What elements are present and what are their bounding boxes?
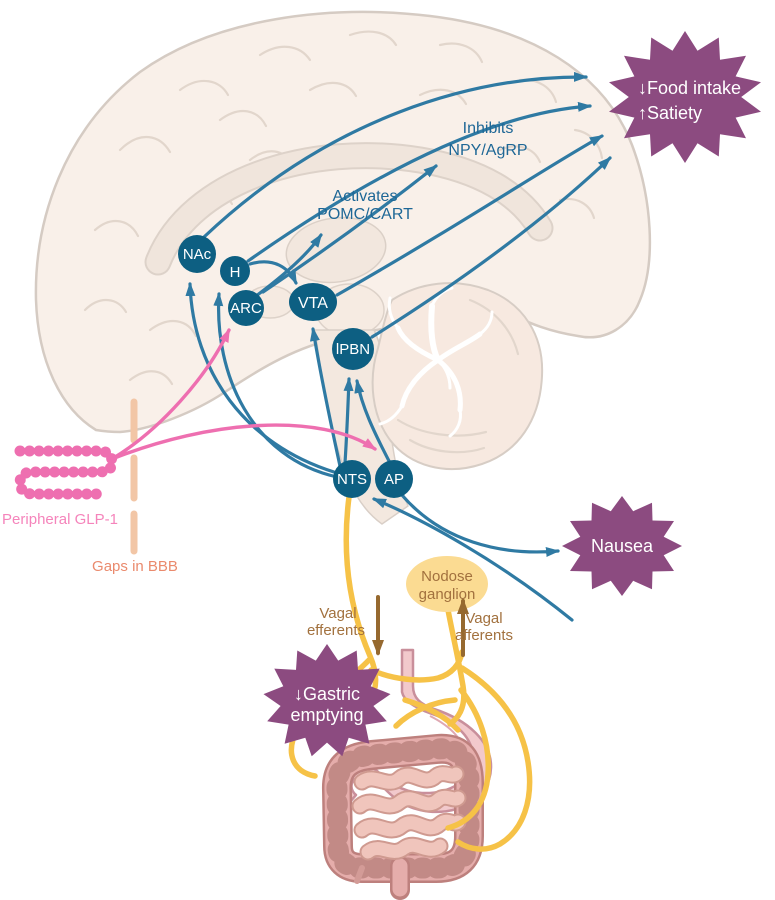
vagal-right-inner-arc bbox=[445, 687, 491, 831]
large-intestine bbox=[322, 733, 484, 900]
glp1-peptide-chain bbox=[14, 445, 118, 500]
vta-label: VTA bbox=[298, 295, 328, 312]
nac-to-food-intake-arrow bbox=[202, 71, 588, 239]
brain-nuclei-labels: NAc H ARC VTA lPBN NTS AP bbox=[183, 246, 404, 488]
brain-nuclei bbox=[178, 235, 413, 498]
cerebellum bbox=[371, 282, 544, 471]
gastric-branch-2 bbox=[402, 697, 461, 733]
peripheral-glp1-group: Peripheral GLP-1 bbox=[2, 445, 118, 528]
peripheral-glp1-label: Peripheral GLP-1 bbox=[2, 511, 118, 528]
vagal-afferents-label-1: Vagal bbox=[465, 610, 502, 627]
vagal-annotations: Vagal efferents Vagal afferents bbox=[307, 595, 513, 657]
nodose-label-1: Nodose bbox=[421, 568, 473, 585]
pathway-text-labels: Inhibits NPY/AgRP Activates POMC/CART bbox=[317, 120, 527, 223]
outcome-food-intake: ↓Food intake ↑Satiety bbox=[609, 31, 761, 163]
h-to-food-intake-arrow bbox=[246, 101, 592, 263]
h-node bbox=[220, 256, 250, 286]
nausea-starburst bbox=[562, 496, 682, 596]
vagal-afferent-trunk bbox=[445, 607, 467, 727]
h-to-vta-arrow bbox=[248, 260, 298, 285]
arc-node bbox=[228, 290, 264, 326]
lpbn-to-food-intake-arrow bbox=[370, 156, 612, 339]
nts-node bbox=[333, 460, 371, 498]
ap-to-nausea-arrow bbox=[399, 492, 560, 558]
inhibits-npy-label-1: Inhibits bbox=[463, 120, 514, 137]
gastric-emptying-text-2: emptying bbox=[290, 705, 363, 725]
vta-to-food-intake-arrow bbox=[335, 134, 604, 297]
vta-node bbox=[289, 283, 337, 321]
ap-label: AP bbox=[384, 471, 404, 488]
vagal-right-outer-arc bbox=[455, 665, 533, 852]
lpbn-node bbox=[332, 328, 374, 370]
ap-to-lpbn-arrow bbox=[354, 379, 391, 463]
nts-label: NTS bbox=[337, 471, 367, 488]
nac-label: NAc bbox=[183, 246, 212, 263]
cortex-sulci bbox=[83, 30, 604, 386]
small-intestine bbox=[351, 765, 467, 861]
nts-to-h-arrow bbox=[213, 292, 339, 479]
outcome-gastric-emptying: ↓Gastric emptying bbox=[263, 644, 391, 757]
bbb-barrier: Gaps in BBB bbox=[92, 398, 178, 575]
activates-pomc-label-1: Activates bbox=[333, 188, 398, 205]
food-intake-text-2: ↑Satiety bbox=[638, 103, 702, 123]
nodose-ganglion: Nodose ganglion bbox=[406, 556, 488, 612]
gaps-in-bbb-label: Gaps in BBB bbox=[92, 558, 178, 575]
gastric-branch-3 bbox=[393, 697, 458, 729]
arc-to-npy-arrow bbox=[261, 164, 438, 294]
outcome-nausea: Nausea bbox=[562, 496, 682, 596]
vagal-afferents-label-2: afferents bbox=[455, 627, 513, 644]
nodose-label-2: ganglion bbox=[419, 586, 476, 603]
nausea-text: Nausea bbox=[591, 536, 654, 556]
cerebellum-folia bbox=[396, 298, 520, 454]
nts-to-nac-arrow bbox=[185, 282, 336, 474]
food-intake-starburst bbox=[609, 31, 761, 163]
arc-label: ARC bbox=[230, 300, 262, 317]
neural-pathways-teal bbox=[185, 71, 612, 622]
arbor-vitae bbox=[378, 286, 494, 438]
gastric-branch-1 bbox=[368, 649, 465, 683]
gut-illustration bbox=[322, 648, 493, 900]
inhibits-npy-label-2: NPY/AgRP bbox=[448, 142, 527, 159]
h-label: H bbox=[230, 264, 241, 281]
afferent-to-nts-arrow bbox=[372, 497, 574, 622]
gastric-emptying-text-1: ↓Gastric bbox=[294, 684, 360, 704]
vagal-efferents-label-1: Vagal bbox=[319, 605, 356, 622]
nts-to-vta-arrow bbox=[309, 327, 342, 468]
lpbn-label: lPBN bbox=[336, 341, 370, 358]
glp1-to-nts-ap-arrow bbox=[110, 423, 377, 461]
nts-to-lpbn-arrow bbox=[343, 377, 354, 465]
glp1-to-arc-arrow bbox=[110, 328, 231, 461]
gastric-emptying-starburst bbox=[263, 644, 391, 757]
food-intake-text-1: ↓Food intake bbox=[638, 78, 741, 98]
nac-node bbox=[178, 235, 216, 273]
ap-node bbox=[375, 460, 413, 498]
glp1-signal-arrows bbox=[110, 328, 377, 461]
appendix bbox=[354, 865, 365, 884]
vagal-efferents-label-2: efferents bbox=[307, 622, 365, 639]
activates-pomc-label-2: POMC/CART bbox=[317, 206, 413, 223]
